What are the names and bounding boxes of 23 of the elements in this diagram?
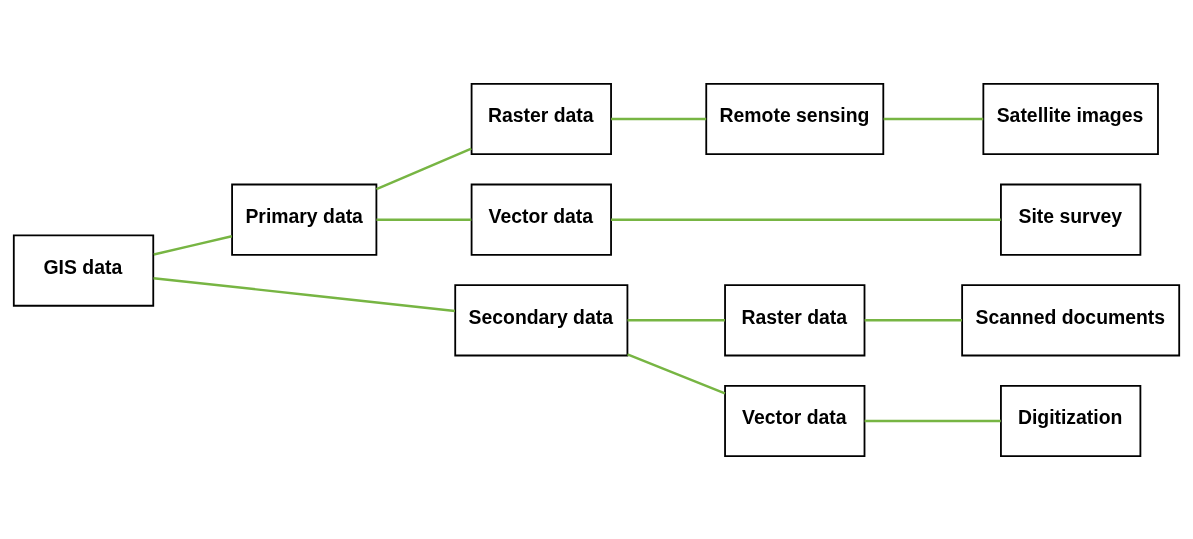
connector (883, 117, 984, 120)
connector (864, 318, 962, 322)
connector (153, 234, 233, 256)
node-box: Primary data (231, 183, 378, 256)
node-box: Raster data (470, 82, 612, 155)
node-box: Raster data (724, 283, 866, 356)
node-box: Site survey (1000, 183, 1142, 256)
connector (611, 217, 1001, 221)
node-box: Secondary data (454, 283, 629, 356)
node-box: Vector data (470, 183, 612, 256)
connector (627, 318, 725, 322)
node-box: Satellite images (982, 82, 1159, 155)
connector (153, 276, 455, 312)
connector (376, 146, 472, 190)
node-box: Scanned documents (961, 283, 1181, 356)
connector (376, 217, 472, 221)
connector (611, 117, 707, 120)
connector (627, 352, 726, 395)
node-box: Vector data (724, 384, 866, 457)
connector (864, 419, 1001, 422)
node-box: Remote sensing (705, 82, 885, 155)
node-box: Digitization (1000, 384, 1142, 457)
node-box: GIS data (12, 234, 155, 307)
